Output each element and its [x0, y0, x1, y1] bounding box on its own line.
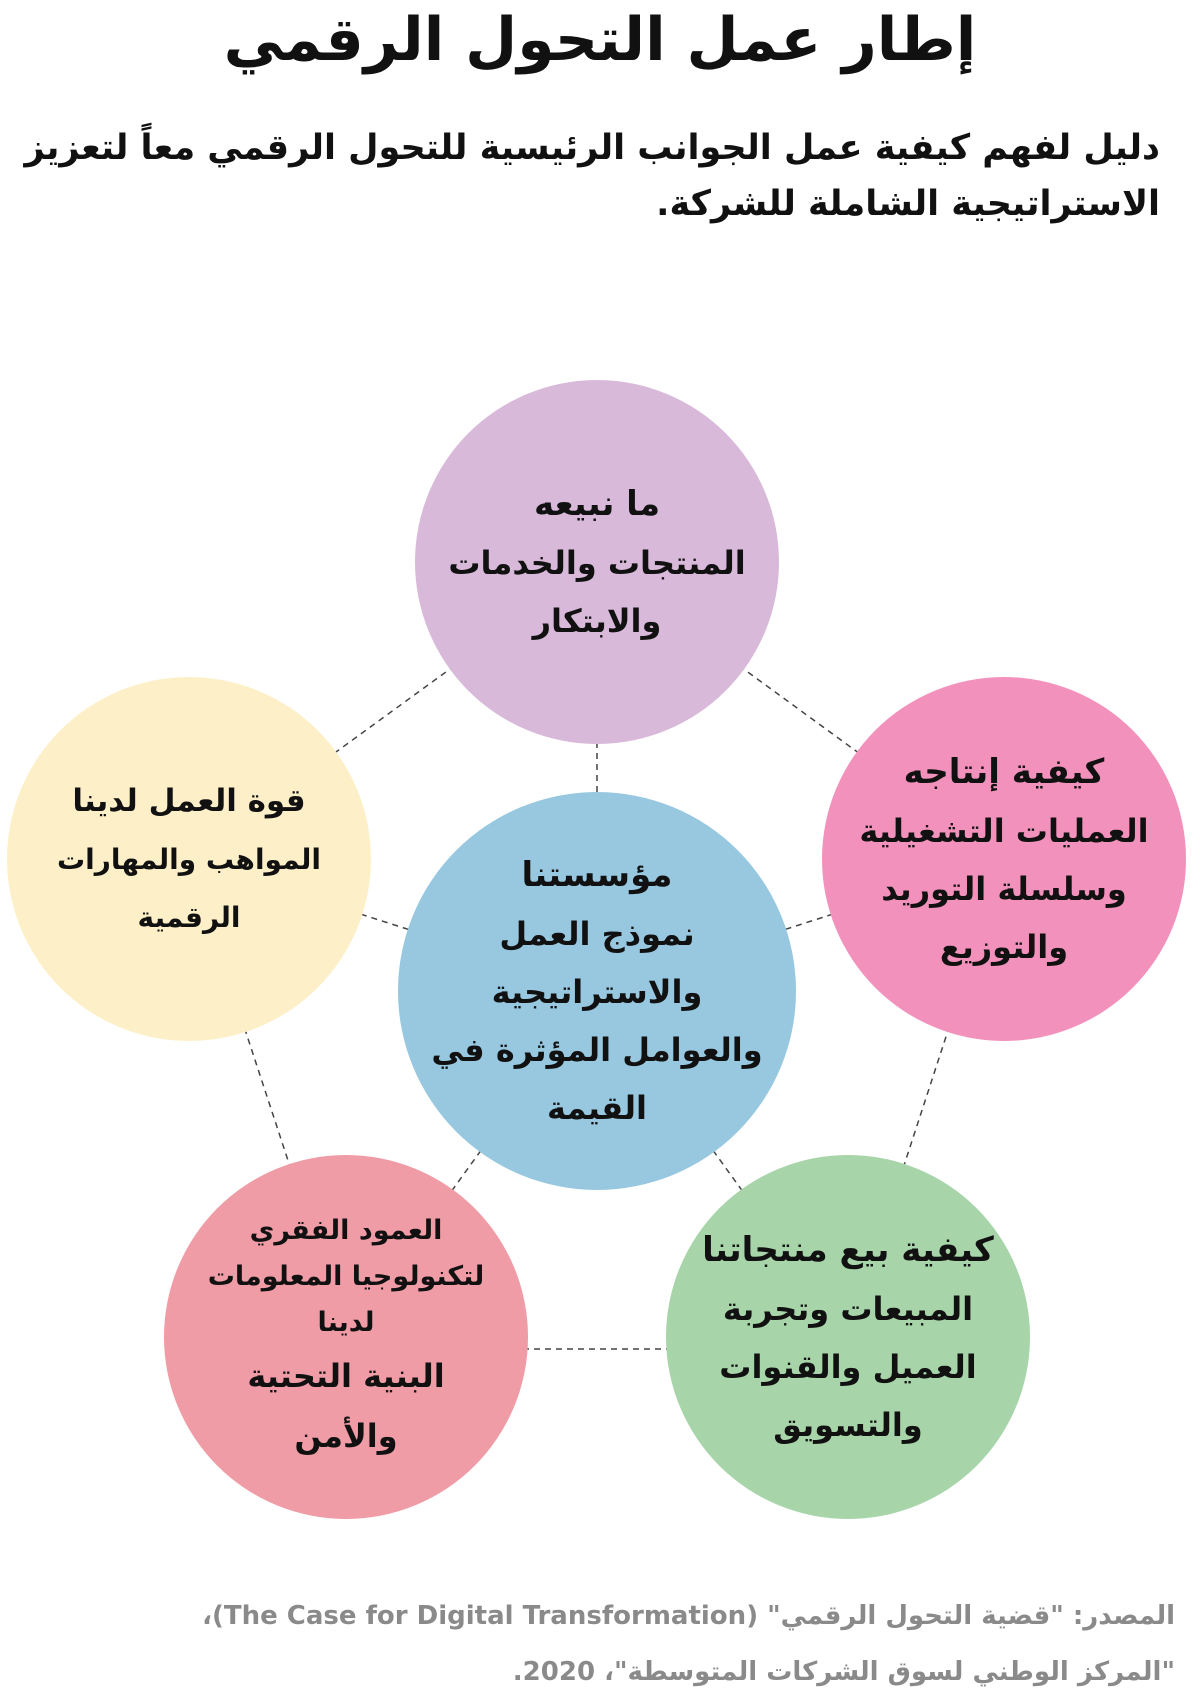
node-bottom-left-it: العمود الفقري لتكنولوجيا المعلومات لدينا…: [164, 1155, 528, 1519]
node-workforce: قوة العمل لدينا المواهب والمهارات الرقمي…: [7, 677, 371, 1041]
node-our-organization: مؤسستنا نموذج العمل والاستراتيجية والعوا…: [398, 792, 796, 1190]
node-text: العمليات التشغيلية وسلسلة التوريد والتوز…: [859, 812, 1149, 966]
page-title: إطار عمل التحول الرقمي: [223, 5, 977, 75]
node-text: نموذج العمل والاستراتيجية والعوامل المؤث…: [431, 915, 763, 1127]
node-how-we-sell: كيفية بيع منتجاتنا المبيعات وتجربة العمي…: [666, 1155, 1030, 1519]
node-text: العمود الفقري لتكنولوجيا المعلومات لدينا: [207, 1215, 485, 1338]
node-heading: البنية التحتية والأمن: [247, 1357, 445, 1455]
page-subtitle: دليل لفهم كيفية عمل الجوانب الرئيسية للت…: [24, 128, 1160, 224]
node-text: المبيعات وتجربة العميل والقنوات والتسويق: [719, 1290, 977, 1444]
node-text: المواهب والمهارات الرقمية: [57, 843, 321, 934]
node-heading: كيفية إنتاجه: [903, 752, 1105, 792]
node-heading: ما نبيعه: [534, 484, 660, 524]
node-text: المنتجات والخدمات والابتكار: [448, 544, 746, 640]
node-what-we-sell: ما نبيعه المنتجات والخدمات والابتكار: [415, 380, 779, 744]
node-how-we-make: كيفية إنتاجه العمليات التشغيلية وسلسلة ا…: [822, 677, 1186, 1041]
source-line-2: "المركز الوطني لسوق الشركات المتوسطة"، 2…: [512, 1657, 1175, 1687]
node-heading: مؤسستنا: [521, 855, 673, 895]
node-heading: كيفية بيع منتجاتنا: [702, 1230, 994, 1270]
source-note: المصدر: "قضية التحول الرقمي" (The Case f…: [25, 1588, 1175, 1700]
source-line-1: المصدر: "قضية التحول الرقمي" (The Case f…: [202, 1601, 1175, 1631]
node-heading: قوة العمل لدينا: [72, 783, 306, 819]
